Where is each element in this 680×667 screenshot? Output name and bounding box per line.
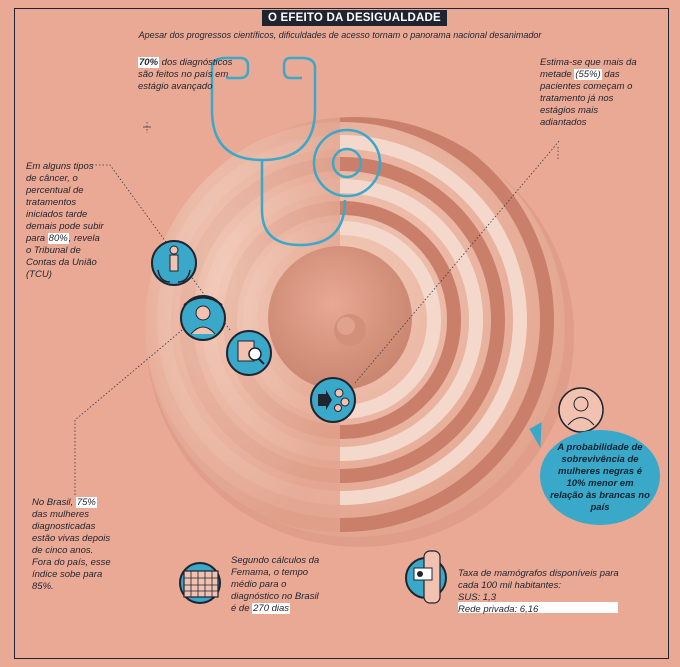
survival-bubble-text: A probabilidade de sobrevivência de mulh… (550, 441, 650, 513)
woman-portrait-icon (558, 387, 604, 433)
page-subtitle: Apesar dos progressos científicos, dific… (138, 30, 542, 40)
cells-arrow-icon (310, 377, 356, 423)
woman-care-icon (180, 295, 226, 341)
note-mammographs: Taxa de mamógrafos disponíveis para cada… (458, 568, 623, 616)
mammographs-sus: SUS: 1,3 (458, 592, 497, 603)
note-femama: Segundo cálculos da Femama, o tempo médi… (231, 555, 320, 614)
private-rate-bar (458, 602, 618, 613)
note-tcu: Em alguns tipos de câncer, o percentual … (26, 161, 104, 280)
page-frame (14, 8, 669, 659)
mammographs-private: Rede privada: 6,16 (458, 604, 539, 615)
survival-bubble: A probabilidade de sobrevivência de mulh… (540, 430, 660, 525)
page-title: O EFEITO DA DESIGUALDADE (262, 10, 447, 26)
magnifier-document-icon (226, 330, 272, 376)
note-diagnostics: 70% dos diagnósticos são feitos no país … (138, 57, 233, 92)
mammographs-title: Taxa de mamógrafos disponíveis para cada… (458, 568, 619, 591)
note-survival: No Brasil, 75% das mulheres diagnosticad… (32, 497, 111, 592)
stethoscope-icon (210, 56, 382, 247)
calendar-icon (179, 562, 221, 604)
mammograph-icon (405, 550, 447, 604)
note-patients: Estima-se que mais da metade (55%) das p… (540, 57, 637, 128)
people-hands-icon (151, 240, 197, 286)
